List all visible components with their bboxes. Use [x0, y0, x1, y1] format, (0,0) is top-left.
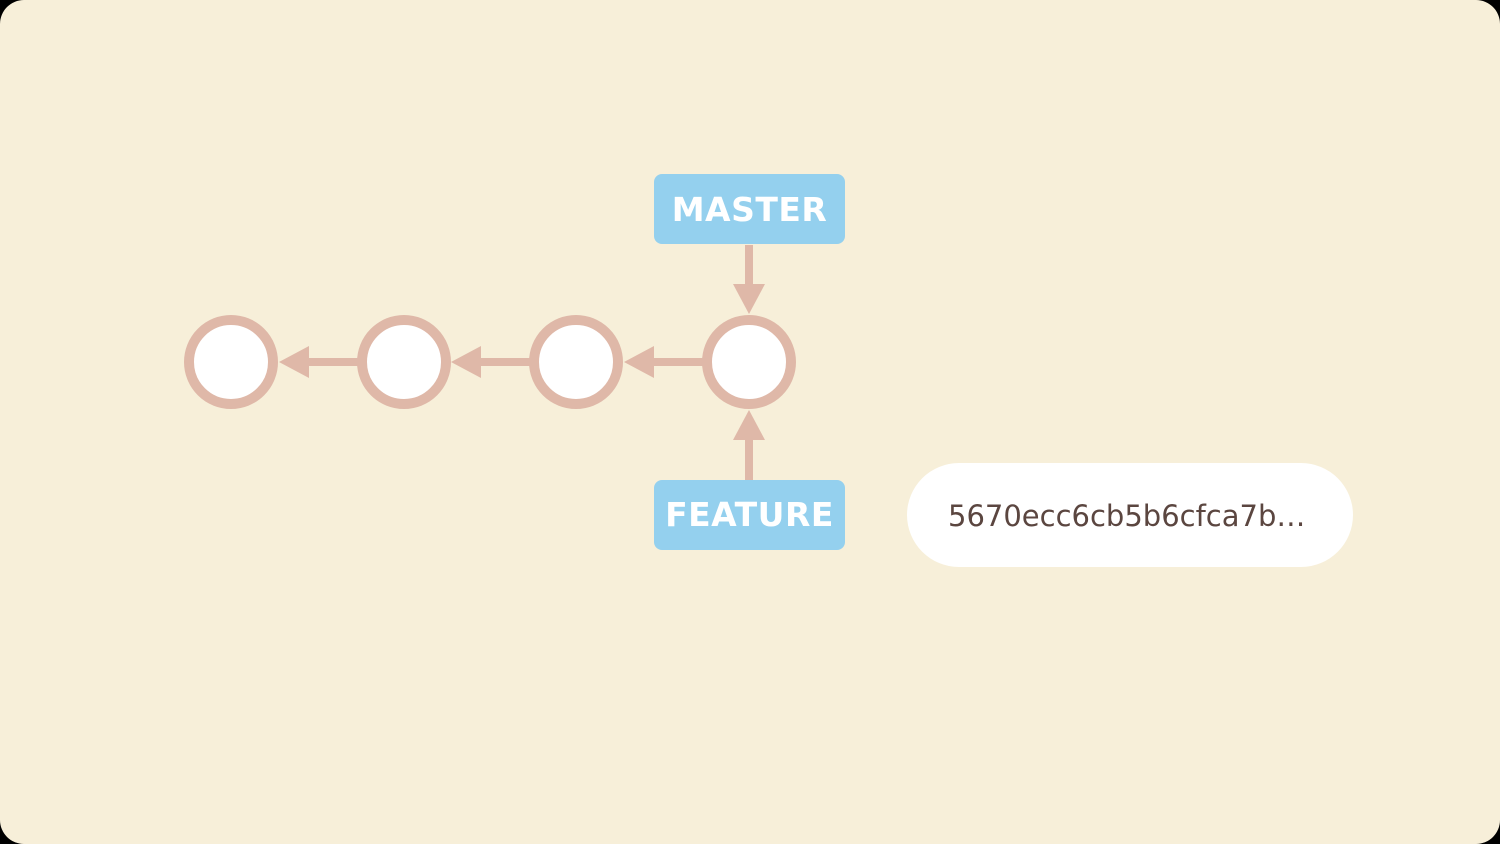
- feature-label: FEATURE: [654, 480, 845, 550]
- commit-node: [184, 315, 278, 409]
- arrow-up-icon: [733, 410, 765, 440]
- feature-label-text: FEATURE: [665, 495, 834, 534]
- commit-hash-pill: 5670ecc6cb5b6cfca7b…: [907, 463, 1353, 567]
- arrow-down-icon: [733, 284, 765, 314]
- commit-arrow-4-to-3: [624, 346, 704, 378]
- commit-hash-text: 5670ecc6cb5b6cfca7b…: [948, 499, 1305, 533]
- commit-node: [357, 315, 451, 409]
- commit-arrow-2-to-1: [279, 346, 359, 378]
- commit-node-head: [702, 315, 796, 409]
- commit-node: [529, 315, 623, 409]
- commit-links: [279, 346, 704, 378]
- commits: [184, 315, 796, 409]
- commit-arrow-3-to-2: [451, 346, 531, 378]
- master-label-text: MASTER: [672, 190, 828, 229]
- feature-branch-pointer: [733, 410, 765, 480]
- master-branch-pointer: [733, 245, 765, 314]
- master-label: MASTER: [654, 174, 845, 244]
